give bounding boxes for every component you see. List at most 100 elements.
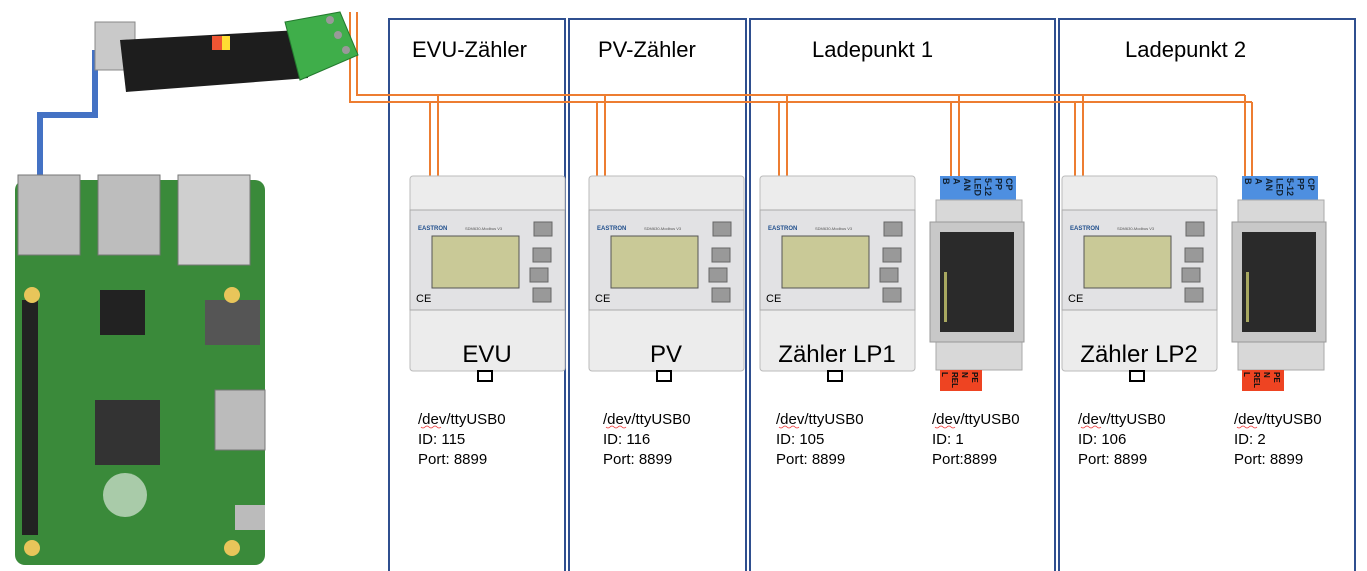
pi-pcb [15,180,265,565]
energy-meter: EASTRON SDM630-Modbus V3 CE Zähler LP2 [1061,175,1218,382]
usb-port-2 [97,174,161,256]
usb-cable [37,50,98,178]
hdmi-port [214,389,266,451]
meter-button [712,221,732,237]
ce-mark: CE [766,293,781,305]
lp1-meter-info-dev: /dev/ttyUSB0 [776,411,864,428]
raspberry-logo [103,473,147,517]
meter-brand: EASTRON [1070,226,1099,232]
meter-button [1184,287,1204,303]
terminal-label: AN [962,178,972,191]
terminal-label: L [1242,372,1251,377]
meter-label: Zähler LP2 [1080,341,1197,368]
audio-jack [205,300,260,345]
column-title-lp1: Ladepunkt 1 [812,37,933,62]
terminal-label: PE [970,372,979,383]
column-box-lp1 [749,18,1056,571]
lp1-controller-info-id: ID: 1 [932,431,964,448]
meter-button [882,247,902,263]
terminal-label: CP [1004,178,1014,191]
terminal-label: L [940,372,949,377]
column-title-pv: PV-Zähler [598,37,696,62]
bottom-terminals [1242,370,1284,391]
meter-button [879,267,899,283]
meter-model: SDM630-Modbus V3 [1117,226,1155,231]
lp2-meter-info-dev: /dev/ttyUSB0 [1078,411,1166,428]
lp1-controller-info-dev: /dev/ttyUSB0 [932,411,1020,428]
terminal-label: 5-12 [1285,178,1295,196]
spellcheck-underline [420,425,442,429]
lp1-meter-info-port: Port: 8899 [776,451,845,468]
meter-label: EVU [462,341,511,368]
lp2-meter-info-id: ID: 106 [1078,431,1126,448]
column-box-pv [568,18,747,571]
raspberry-pi [15,174,266,565]
controller-window [940,232,1014,332]
meter-button [529,267,549,283]
terminal-label: PP [1296,178,1306,190]
gpio-header [22,300,38,535]
pv-info-id: ID: 116 [603,431,650,448]
terminal-label: B [1243,178,1253,185]
terminal-label: N [1262,372,1271,378]
lcd-display [610,235,699,289]
lp2-controller-info-dev: /dev/ttyUSB0 [1234,411,1322,428]
lcd-display [431,235,520,289]
column-box-lp2 [1058,18,1356,571]
terminal-label: REL [1252,372,1261,388]
spellcheck-underline [1080,425,1102,429]
ce-mark: CE [595,293,610,305]
pv-info-port: Port: 8899 [603,451,672,468]
spellcheck-underline [778,425,800,429]
terminal-label: LED [973,178,983,197]
lcd-display [781,235,870,289]
terminal-label: A [952,178,962,185]
meter-brand: EASTRON [597,226,626,232]
meter-button [883,221,903,237]
micro-usb-port [235,505,265,530]
evu-info-id: ID: 115 [418,431,465,448]
terminal-label: 5-12 [983,178,993,196]
ethernet-port [177,174,251,266]
meter-brand: EASTRON [418,226,447,232]
terminal-label: B [941,178,951,185]
meter-button [708,267,728,283]
meter-button [1185,221,1205,237]
usb-port-1 [17,174,81,256]
terminal-label: AN [1264,178,1274,191]
meter-button [532,247,552,263]
column-title-evu: EVU-Zähler [412,37,527,62]
usb-rs485-adapter [94,11,359,92]
meter-button [711,247,731,263]
top-terminals [940,176,1016,200]
meter-brand: EASTRON [768,226,797,232]
cpu-chip [95,400,160,465]
meter-button [1184,247,1204,263]
ce-mark: CE [416,293,431,305]
terminal-label: REL [950,372,959,388]
evu-info-port: Port: 8899 [418,451,487,468]
terminal-label: CP [1306,178,1316,191]
lp2-controller-info-port: Port: 8899 [1234,451,1303,468]
ce-mark: CE [1068,293,1083,305]
screw-terminal [284,11,359,81]
spellcheck-underline [605,425,627,429]
lp1-meter-info-id: ID: 105 [776,431,824,448]
meter-button [711,287,731,303]
lan-chip [100,290,145,335]
lcd-display [1083,235,1172,289]
spellcheck-underline [934,425,956,429]
evu-info-dev: /dev/ttyUSB0 [418,411,506,428]
meter-button [533,221,553,237]
controller-window [1242,232,1316,332]
meter-model: SDM630-Modbus V3 [644,226,682,231]
terminal-label: PP [994,178,1004,190]
spellcheck-underline [1236,425,1258,429]
pv-info-dev: /dev/ttyUSB0 [603,411,691,428]
